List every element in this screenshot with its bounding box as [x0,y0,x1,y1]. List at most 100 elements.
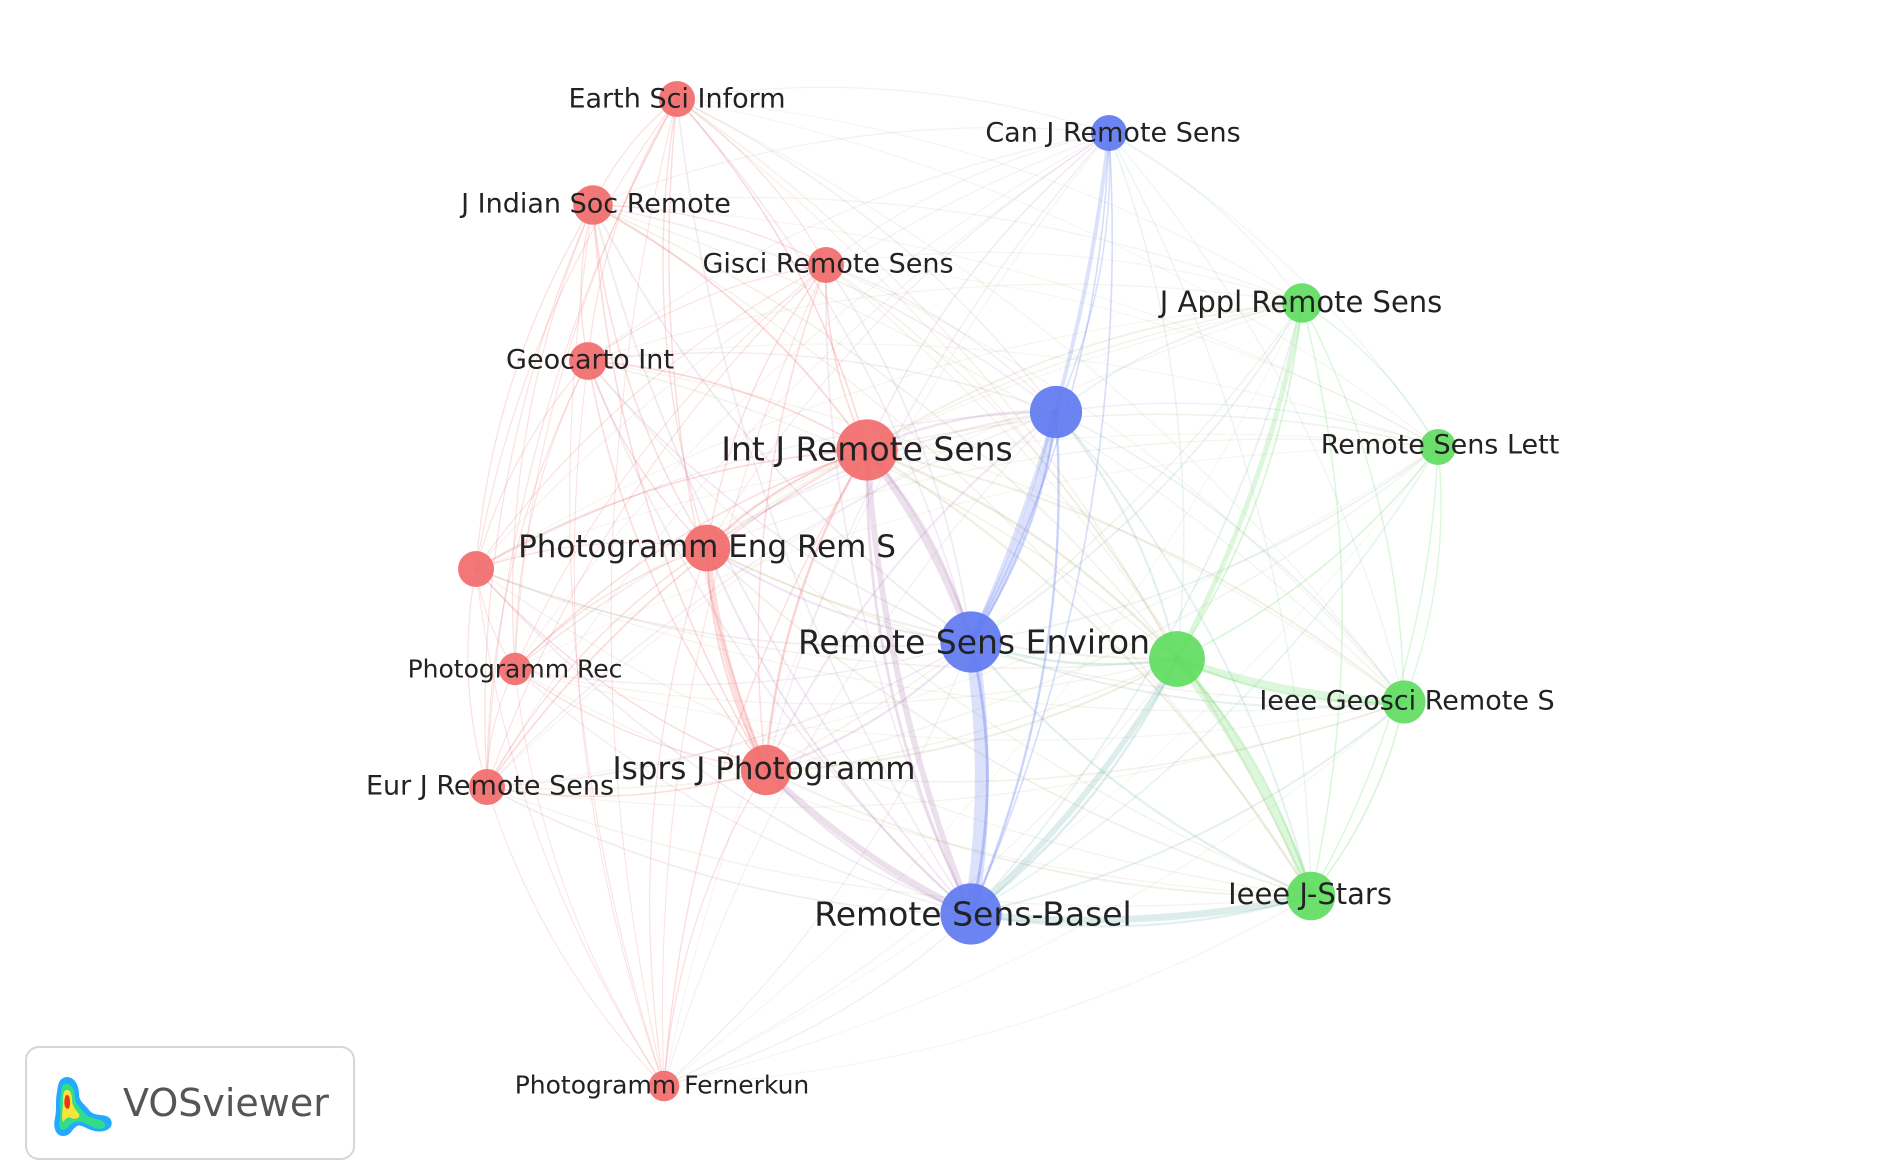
link-j-indian-soc-remote-int-j-remote-sens [592,204,868,451]
link-can-j-remote-sens-remote-sens-lett [1108,132,1439,448]
link-j-indian-soc-remote-remote-sens-environ [592,204,972,643]
node-eur-j-remote-sens[interactable] [469,769,505,805]
link-gisci-remote-sens-unlabeled-blue [825,264,1057,413]
link-photogramm-rec-ieee-j-stars [514,668,1312,897]
node-int-j-remote-sens[interactable] [836,419,898,481]
node-photogramm-eng-rem-s[interactable] [683,524,731,572]
label-photogramm-rec: Photogramm Rec [408,655,623,684]
link-geocarto-int-remote-sens-environ [587,360,972,643]
node-photogramm-fernerkun[interactable] [648,1070,680,1102]
node-ieee-geosci-remote-s[interactable] [1382,680,1426,724]
link-earth-sci-inform-isprs-j-photogramm [668,98,767,771]
link-photogramm-eng-rem-s-j-appl-remote-sens [706,302,1303,549]
link-earth-sci-inform-unlabeled-blue [676,98,1057,413]
link-geocarto-int-remote-sens-lett [587,343,1439,448]
link-earth-sci-inform-photogramm-fernerkun [610,98,678,1087]
link-earth-sci-inform-gisci-remote-sens [676,98,827,266]
link-int-j-remote-sens-can-j-remote-sens [866,132,1110,451]
link-unlabeled-red-unlabeled-green [475,568,1178,669]
label-ieee-j-stars: Ieee J-Stars [1228,877,1392,911]
strong-link-can-j-remote-sens-remote-sens-environ [969,131,1111,644]
link-gisci-remote-sens-remote-sens-environ [825,264,972,643]
node-j-appl-remote-sens[interactable] [1282,283,1322,323]
node-ieee-j-stars[interactable] [1286,871,1336,921]
link-unlabeled-blue-j-appl-remote-sens [1055,302,1303,413]
link-photogramm-fernerkun-j-appl-remote-sens [663,302,1303,1087]
link-photogramm-fernerkun-can-j-remote-sens [663,132,1110,1087]
link-remote-sens-basel-ieee-geosci-remote-s [970,701,1405,915]
link-photogramm-fernerkun-remote-sens-basel [663,913,972,1087]
link-geocarto-int-photogramm-rec [514,360,589,670]
link-unlabeled-blue-ieee-geosci-remote-s [1055,411,1405,703]
node-isprs-j-photogramm[interactable] [740,744,792,796]
link-earth-sci-inform-geocarto-int [587,98,678,362]
link-remote-sens-basel-j-appl-remote-sens [970,302,1303,915]
node-geocarto-int[interactable] [569,342,607,380]
link-gisci-remote-sens-can-j-remote-sens [825,132,1110,266]
link-isprs-j-photogramm-ieee-geosci-remote-s [765,701,1405,783]
link-geocarto-int-unlabeled-red [475,360,589,570]
vosviewer-badge[interactable]: VOSviewer [25,1046,355,1160]
label-geocarto-int: Geocarto Int [506,345,674,376]
link-j-indian-soc-remote-remote-sens-basel [592,204,972,915]
label-remote-sens-lett: Remote Sens Lett [1321,430,1560,461]
link-can-j-remote-sens-unlabeled-blue [1055,132,1111,413]
link-photogramm-eng-rem-s-remote-sens-lett [706,438,1439,549]
link-geocarto-int-photogramm-eng-rem-s [587,360,708,549]
link-j-appl-remote-sens-ieee-geosci-remote-s [1301,302,1405,703]
link-earth-sci-inform-can-j-remote-sens [676,86,1110,134]
link-remote-sens-lett-ieee-j-stars [1310,446,1439,897]
link-photogramm-rec-unlabeled-green [514,658,1178,705]
link-gisci-remote-sens-remote-sens-lett [825,264,1439,448]
link-photogramm-fernerkun-unlabeled-green [663,658,1178,1087]
link-photogramm-eng-rem-s-remote-sens-basel [706,547,972,915]
link-remote-sens-basel-remote-sens-lett [970,446,1439,915]
link-can-j-remote-sens-remote-sens-environ [970,132,1110,643]
node-photogramm-rec[interactable] [498,652,532,686]
node-earth-sci-inform[interactable] [659,81,695,117]
link-int-j-remote-sens-isprs-j-photogramm [764,449,868,771]
link-gisci-remote-sens-eur-j-remote-sens [486,264,827,788]
link-gisci-remote-sens-photogramm-rec [514,264,827,670]
link-photogramm-rec-can-j-remote-sens [514,132,1110,670]
link-unlabeled-green-ieee-j-stars [1176,658,1312,897]
link-geocarto-int-ieee-geosci-remote-s [587,360,1405,703]
link-eur-j-remote-sens-remote-sens-lett [486,446,1439,788]
link-earth-sci-inform-ieee-j-stars [676,98,1312,897]
node-remote-sens-basel[interactable] [940,883,1002,945]
link-geocarto-int-unlabeled-green [587,360,1178,660]
node-gisci-remote-sens[interactable] [808,247,844,283]
link-photogramm-eng-rem-s-photogramm-rec [514,547,708,670]
strong-link-remote-sens-environ-remote-sens-basel [964,635,989,921]
link-remote-sens-lett-unlabeled-green [1176,446,1439,660]
link-int-j-remote-sens-photogramm-rec [514,449,868,670]
link-photogramm-eng-rem-s-eur-j-remote-sens [486,547,708,788]
link-earth-sci-inform-photogramm-rec [514,98,678,670]
label-j-indian-soc-remote: J Indian Soc Remote [459,189,731,220]
node-j-indian-soc-remote[interactable] [573,185,613,225]
link-geocarto-int-unlabeled-blue [587,351,1057,413]
link-photogramm-eng-rem-s-remote-sens-environ [706,547,972,644]
link-remote-sens-basel-unlabeled-green [970,658,1179,916]
strong-link-int-j-remote-sens-remote-sens-basel [864,447,974,917]
node-remote-sens-environ[interactable] [940,611,1002,673]
strong-link-photogramm-eng-rem-s-isprs-j-photogramm [704,545,769,773]
link-j-appl-remote-sens-unlabeled-green [1176,302,1303,660]
link-unlabeled-red-unlabeled-blue [475,411,1057,570]
label-remote-sens-environ: Remote Sens Environ [798,623,1150,662]
node-remote-sens-lett[interactable] [1420,429,1456,465]
link-eur-j-remote-sens-unlabeled-green [486,658,1178,790]
node-unlabeled-blue[interactable] [1029,385,1083,439]
link-earth-sci-inform-remote-sens-lett [676,98,1439,448]
link-gisci-remote-sens-unlabeled-green [825,264,1178,660]
link-photogramm-rec-remote-sens-environ [514,641,972,686]
link-earth-sci-inform-ieee-geosci-remote-s [676,98,1405,703]
link-photogramm-fernerkun-remote-sens-environ [663,641,972,1087]
node-unlabeled-red[interactable] [458,551,494,587]
node-can-j-remote-sens[interactable] [1091,115,1127,151]
link-photogramm-rec-remote-sens-lett [514,446,1439,670]
link-eur-j-remote-sens-isprs-j-photogramm [486,769,767,798]
link-earth-sci-inform-unlabeled-red [475,98,678,570]
link-photogramm-rec-ieee-geosci-remote-s [514,668,1405,741]
node-unlabeled-green[interactable] [1149,631,1205,687]
